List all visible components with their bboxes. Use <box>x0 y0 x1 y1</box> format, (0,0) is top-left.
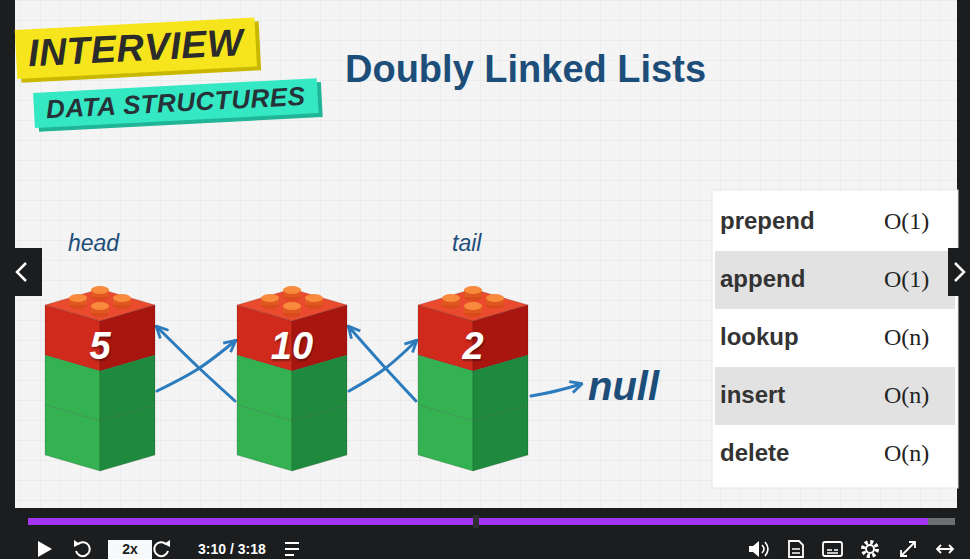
table-cell: lookup <box>720 323 799 352</box>
list-node-block: 5 <box>45 275 155 475</box>
pointer-label: tail <box>452 230 481 258</box>
brick-face <box>45 405 100 471</box>
null-pointer-arrow <box>531 384 581 396</box>
table-cell: O(1) <box>884 207 929 236</box>
brick-face <box>237 405 292 471</box>
brick-stud <box>91 286 109 301</box>
time-label: 3:10 / 3:18 <box>198 541 266 558</box>
brick-stud <box>305 294 323 309</box>
brick-face <box>100 405 155 471</box>
brick-stud <box>464 302 482 317</box>
volume-icon <box>762 542 768 556</box>
stud-top <box>283 302 301 310</box>
next-chevron <box>955 263 964 281</box>
volume-icon <box>749 541 759 557</box>
table-cell: O(n) <box>884 381 929 410</box>
badge-text: DATA STRUCTURES <box>45 82 306 125</box>
table-row <box>715 425 955 483</box>
speed-button <box>108 540 152 559</box>
brick-stud <box>486 294 504 309</box>
stud-top <box>91 302 109 310</box>
stud-top <box>261 294 279 302</box>
table-panel <box>712 190 958 488</box>
pointer-arrow <box>157 327 235 401</box>
table-cell: O(n) <box>884 323 929 352</box>
progress-track <box>28 518 955 525</box>
prev-button <box>0 248 42 296</box>
node-value: 10 <box>237 327 347 365</box>
table-row <box>715 309 955 367</box>
table-row <box>715 193 955 251</box>
next-button <box>948 248 970 296</box>
captions-icon <box>827 550 838 553</box>
brick-stud <box>283 302 301 317</box>
progress-marker <box>473 515 479 528</box>
lego-brick-stack <box>45 275 155 475</box>
settings-icon <box>866 545 874 553</box>
rewind-icon <box>74 540 80 547</box>
transcript-icon <box>792 549 800 553</box>
table-cell: O(n) <box>884 439 929 468</box>
node-value: 5 <box>45 327 155 365</box>
lego-brick-stack <box>418 275 528 475</box>
brick-face <box>418 405 473 471</box>
slide-title: Doubly Linked Lists <box>345 48 706 91</box>
slide-ground <box>15 0 957 508</box>
forward-icon <box>164 540 170 547</box>
null-label: null <box>588 362 659 410</box>
lego-brick-stack <box>237 275 347 475</box>
stud-top <box>91 286 109 294</box>
stud-top <box>464 286 482 294</box>
interview-badge: INTERVIEW <box>15 17 257 78</box>
prev-chevron <box>17 263 26 281</box>
brick-stud <box>113 294 131 309</box>
table-cell: delete <box>720 439 789 468</box>
list-node-block: 10 <box>237 275 347 475</box>
stud-top <box>113 294 131 302</box>
brick-stud <box>283 286 301 301</box>
transcript-icon <box>789 541 803 557</box>
fullscreen-icon <box>901 542 915 556</box>
stud-top <box>486 294 504 302</box>
pointer-label: head <box>68 230 119 258</box>
brick-stud <box>91 302 109 317</box>
speed-label: 2x <box>108 541 152 558</box>
stud-top <box>69 294 87 302</box>
brick-stud <box>464 286 482 301</box>
expand-icon <box>937 545 953 553</box>
player-bar <box>0 508 970 559</box>
table-row <box>715 367 955 425</box>
table-row <box>715 251 955 309</box>
play-icon <box>38 541 52 557</box>
table-cell: prepend <box>720 207 815 236</box>
captions-icon <box>823 542 842 556</box>
brick-face <box>292 405 347 471</box>
brick-stud <box>69 294 87 309</box>
brick-stud <box>442 294 460 309</box>
table-cell: O(1) <box>884 265 929 294</box>
badge-text: INTERVIEW <box>27 21 245 76</box>
stud-top <box>283 286 301 294</box>
list-node-block: 2 <box>418 275 528 475</box>
notes-icon <box>285 543 299 555</box>
stud-top <box>305 294 323 302</box>
stud-top <box>464 302 482 310</box>
topic-badge: DATA STRUCTURES <box>33 78 318 128</box>
slide-grid <box>15 0 957 508</box>
table-cell: append <box>720 265 805 294</box>
brick-stud <box>261 294 279 309</box>
table-cell: insert <box>720 381 785 410</box>
brick-face <box>473 405 528 471</box>
stud-top <box>442 294 460 302</box>
settings-icon <box>863 542 877 556</box>
node-value: 2 <box>418 327 528 365</box>
pointer-arrow <box>349 327 416 401</box>
